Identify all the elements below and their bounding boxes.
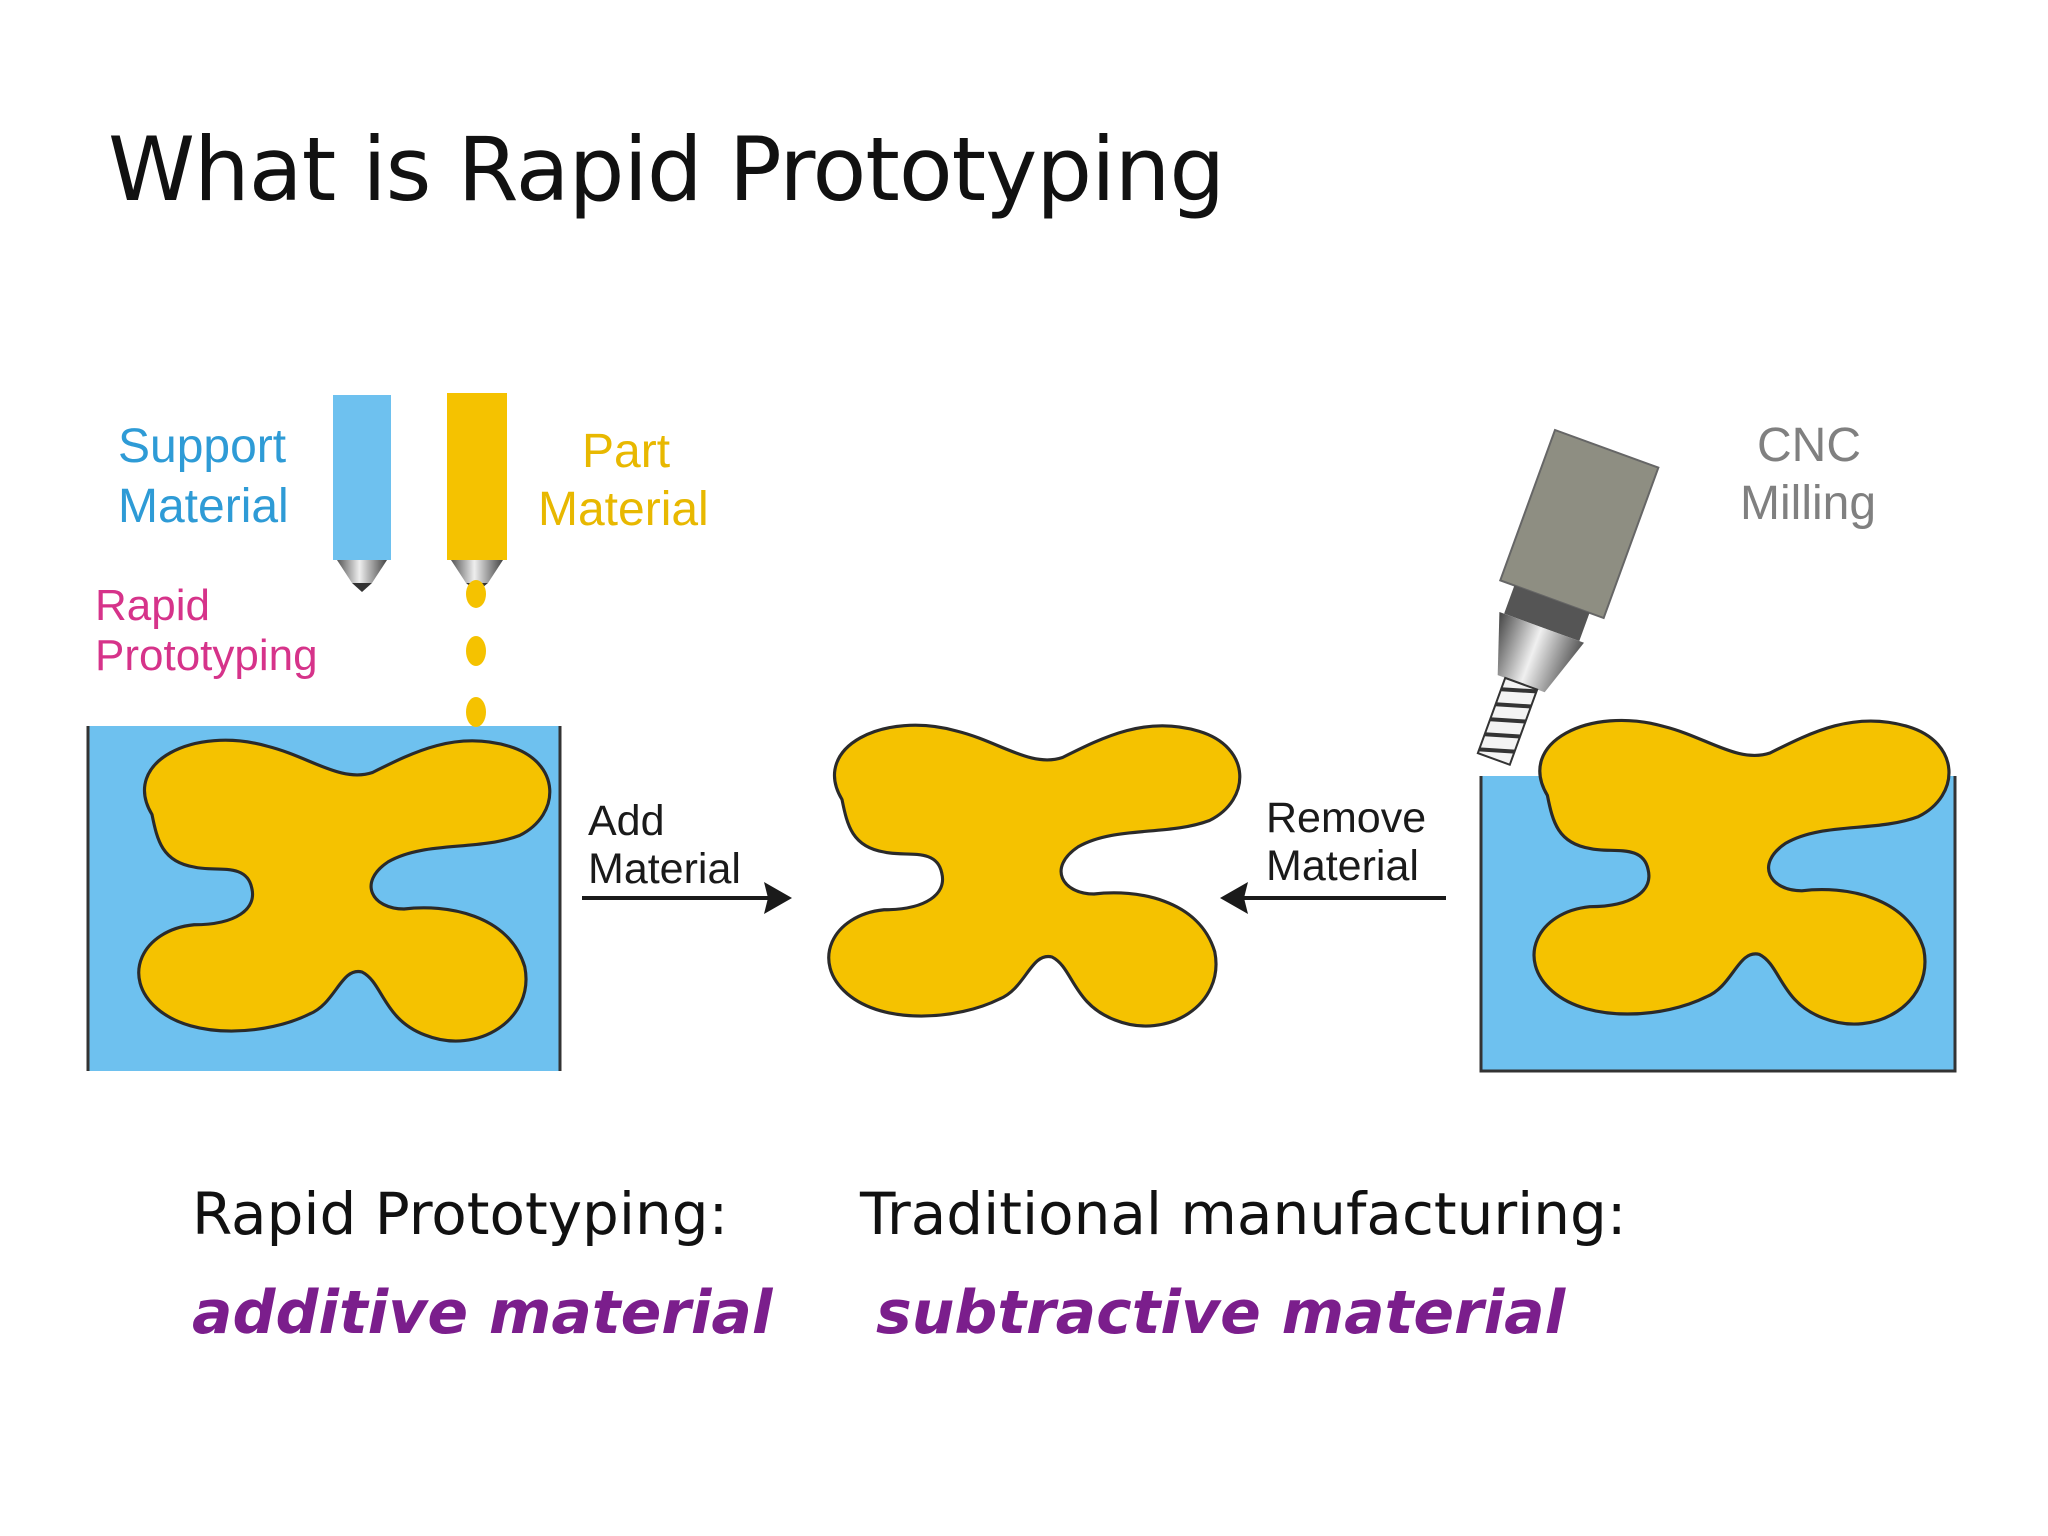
- add-material-label-1: Add: [588, 797, 665, 845]
- tm-caption-heading: Traditional manufacturing:: [860, 1180, 1627, 1248]
- cnc-label-1: CNC: [1757, 419, 1861, 472]
- cnc-label-2: Milling: [1740, 477, 1876, 530]
- remove-material-arrow: Remove Material: [1220, 794, 1446, 914]
- cnc-tool: [1476, 428, 1660, 767]
- slide-title: What is Rapid Prototyping: [108, 118, 1225, 221]
- material-droplets: [466, 580, 486, 727]
- part-nozzle: [447, 393, 507, 592]
- part-material-label-1: Part: [582, 425, 670, 478]
- tm-caption-type: subtractive material: [876, 1278, 1566, 1348]
- rapid-prototyping-label-1: Rapid: [95, 581, 210, 630]
- add-material-arrow: Add Material: [582, 797, 792, 914]
- support-material-label-1: Support: [118, 420, 286, 473]
- remove-material-label-2: Material: [1266, 842, 1419, 890]
- support-nozzle: [333, 395, 391, 592]
- rp-caption-type: additive material: [192, 1278, 773, 1348]
- add-material-label-2: Material: [588, 845, 741, 893]
- finished-part-shape: [827, 723, 1242, 1028]
- rp-caption-heading: Rapid Prototyping:: [192, 1180, 729, 1248]
- support-block-outline: [86, 726, 562, 1071]
- left-panel: Support Material Part Material Rapid Pro…: [86, 393, 709, 1071]
- part-material-label-2: Material: [538, 483, 709, 536]
- right-panel: CNC Milling: [1476, 419, 1957, 1073]
- rapid-prototyping-label-2: Prototyping: [95, 631, 318, 680]
- remove-material-label-1: Remove: [1266, 794, 1426, 842]
- support-material-label-2: Material: [118, 480, 289, 533]
